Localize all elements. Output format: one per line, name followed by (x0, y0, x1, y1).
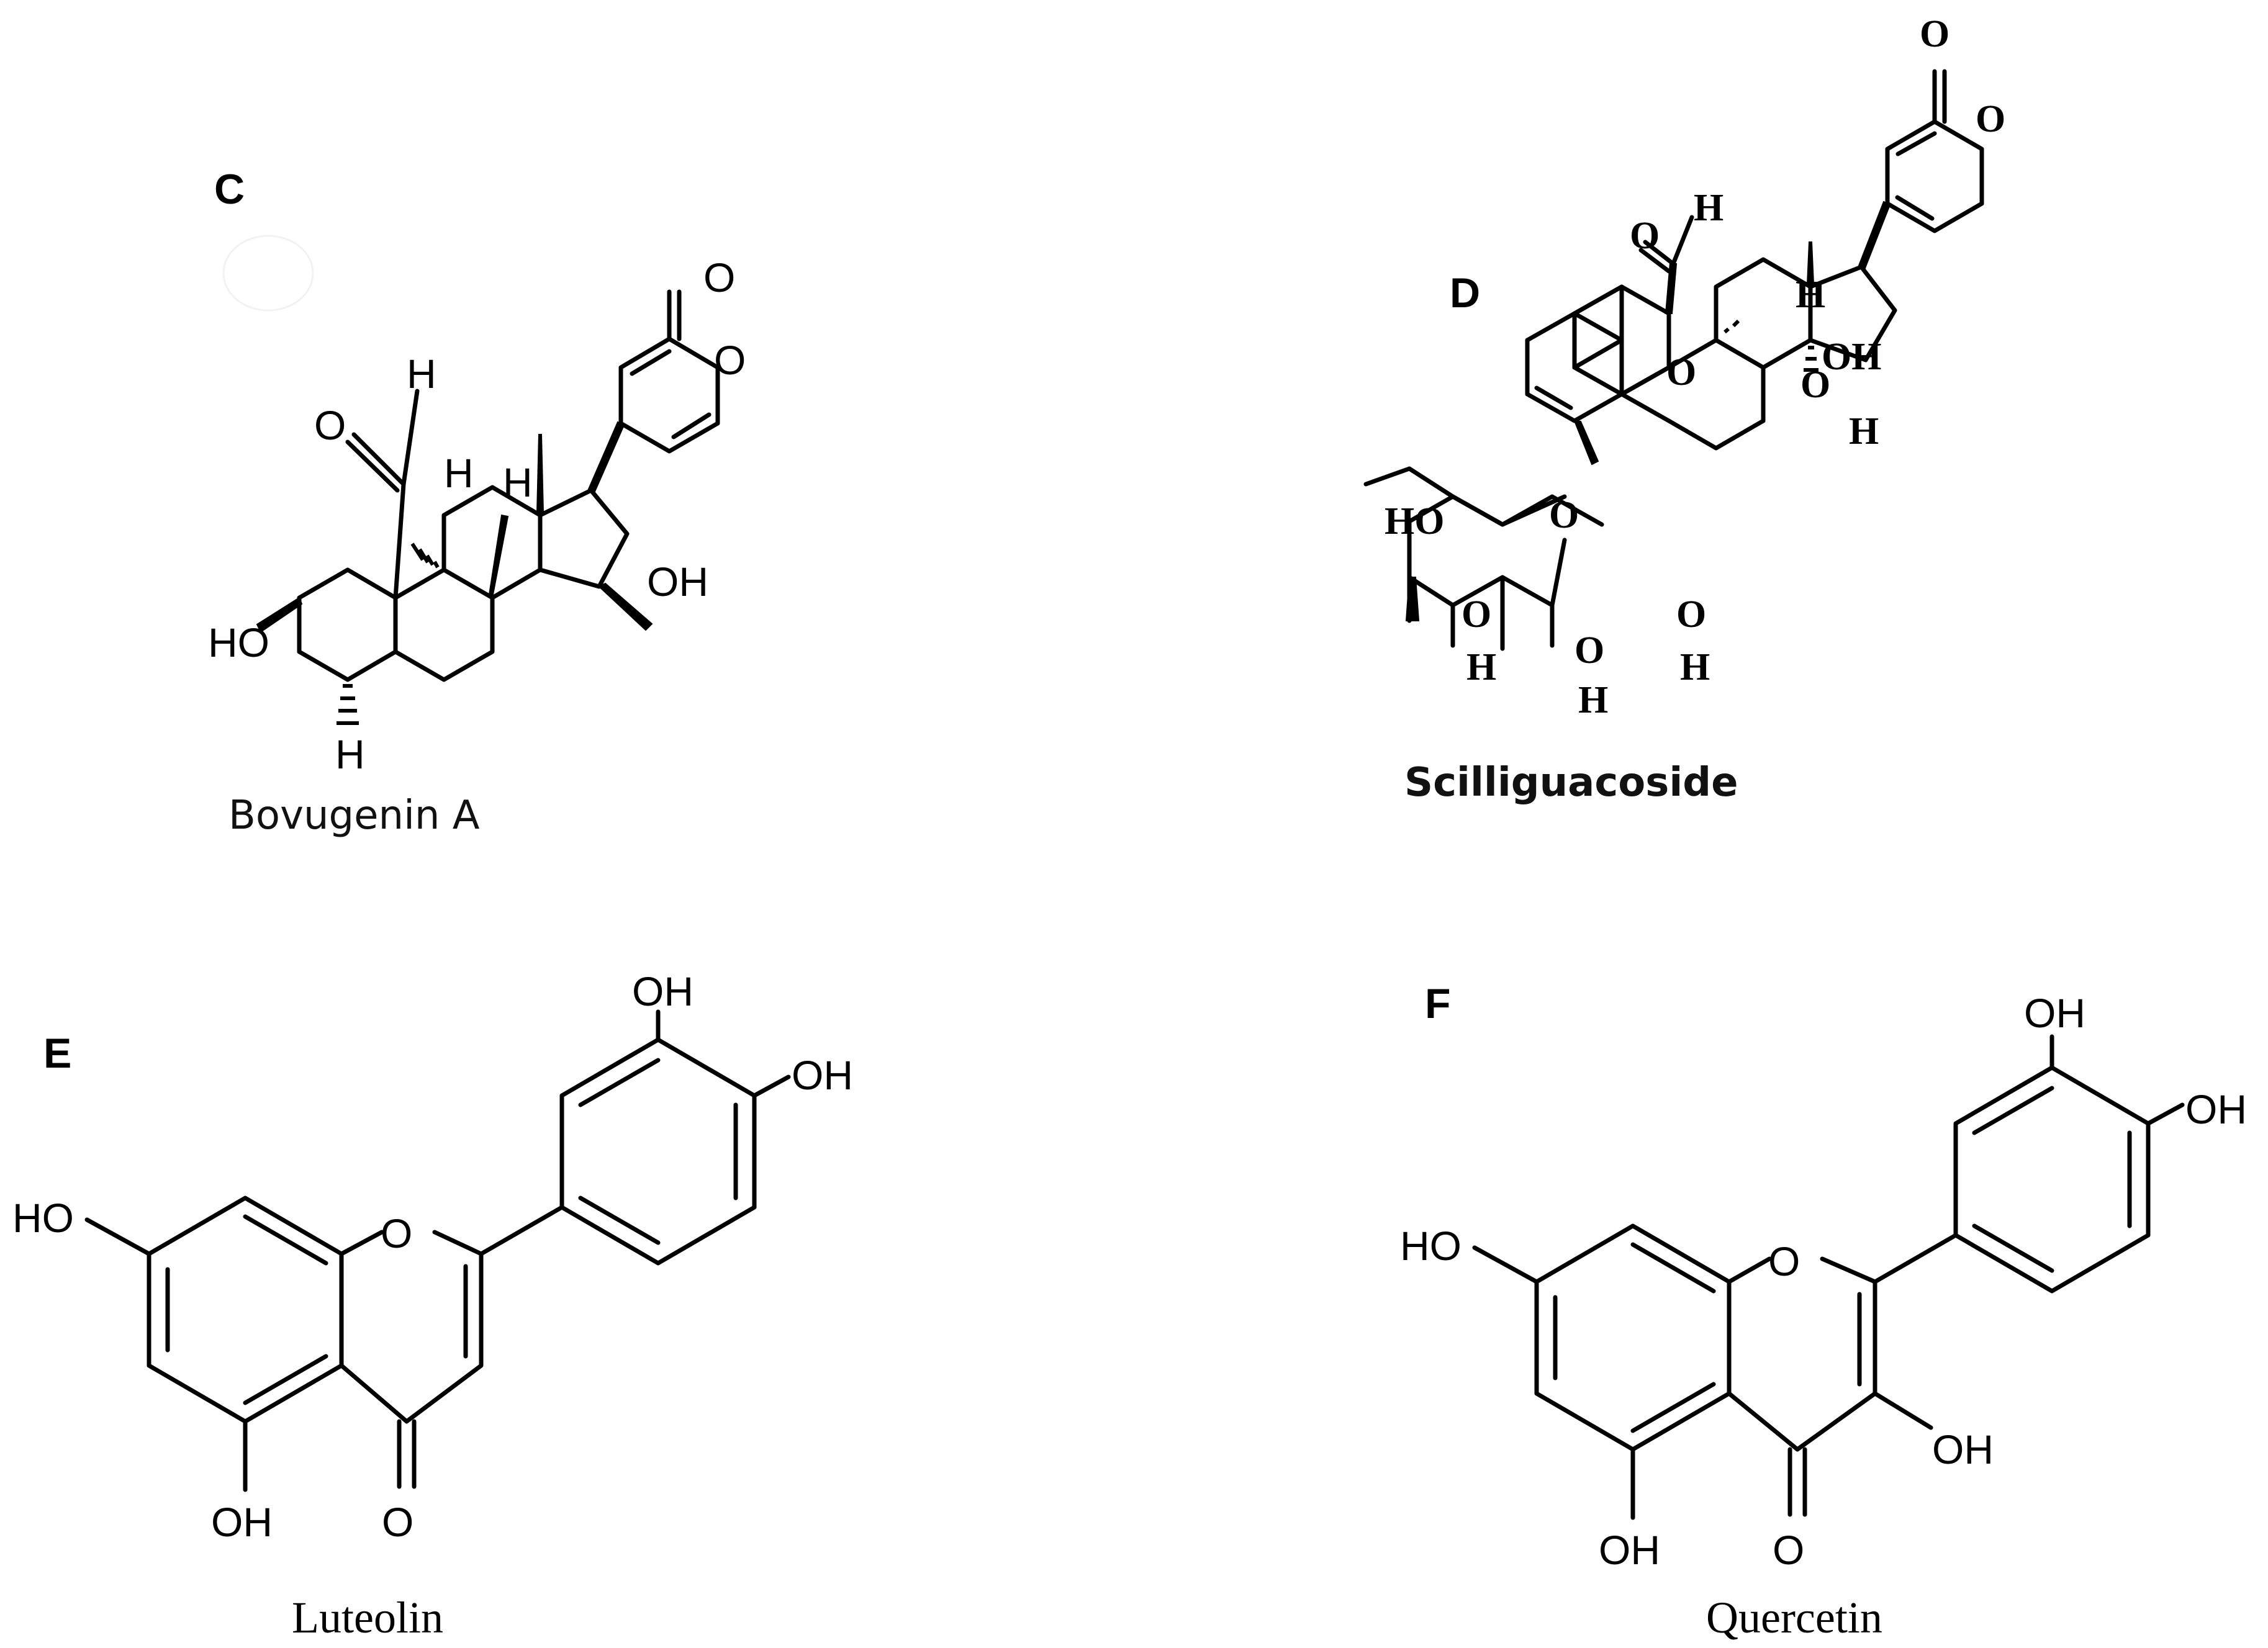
atom-h-2-d: H (1680, 646, 1710, 688)
atom-o-gly-d: O (1666, 351, 1696, 394)
panel-letter-c: C (214, 166, 245, 213)
atom-o-8-d: O (1800, 364, 1830, 406)
atom-h-5: H (335, 731, 365, 777)
atom-o-aldehyde: O (314, 402, 346, 448)
atom-h-8-d: H (1849, 410, 1879, 453)
atom-o-3-d: O (1574, 629, 1604, 672)
atom-oh-4p-f: OH (2185, 1086, 2247, 1132)
atom-ho-3: HO (208, 619, 269, 665)
compound-name-d: Scilliguacoside (1404, 760, 1738, 806)
luteolin-structure: O HO OH O OH OH (12, 968, 853, 1545)
atom-ho-7-f: HO (1400, 1223, 1462, 1269)
faint-ellipse (222, 235, 314, 312)
atom-oh-5-f: OH (1599, 1527, 1660, 1573)
atom-o-4-e: O (382, 1499, 413, 1545)
atom-oh-4p-e: OH (792, 1052, 853, 1098)
panel-letter-f: F (1425, 980, 1451, 1027)
atom-o-ring-f: O (1768, 1238, 1800, 1284)
compound-name-e: Luteolin (292, 1593, 443, 1642)
compound-name-c: Bovugenin A (228, 793, 480, 839)
panel-d: D (1363, 13, 2005, 806)
atom-oh-5-e: OH (211, 1499, 273, 1545)
atom-oh-3p-e: OH (632, 968, 694, 1014)
panel-e: E O HO OH O (12, 968, 853, 1642)
atom-oh-3p-f: OH (2024, 990, 2085, 1036)
atom-o-ring: O (714, 337, 746, 383)
atom-o-ald-d: O (1630, 215, 1660, 257)
atom-ho-7-e: HO (12, 1195, 74, 1241)
scilliguacoside-structure: O O H O H OH O H O HO O O H O H O H (1363, 13, 2005, 721)
atom-ho-6-d: HO (1385, 500, 1444, 543)
atom-h-ald-d: H (1694, 187, 1724, 229)
panel-letter-d: D (1450, 269, 1480, 317)
atom-oh-14-d: OH (1822, 336, 1881, 378)
atom-o-sugar-d: O (1549, 494, 1579, 536)
atom-h-4-d: H (1466, 646, 1496, 688)
atom-o-4-d: O (1462, 593, 1491, 636)
compound-name-f: Quercetin (1706, 1593, 1882, 1642)
atom-h-9-d: H (1796, 274, 1825, 316)
quercetin-structure: O HO OH O OH OH OH (1400, 990, 2247, 1573)
atom-h-8: H (503, 459, 533, 505)
atom-o-carbonyl: O (703, 254, 735, 300)
panel-f: F O HO (1400, 980, 2247, 1642)
atom-oh-3-f: OH (1932, 1426, 1994, 1472)
atom-h-3-d: H (1578, 679, 1608, 721)
panel-letter-e: E (43, 1030, 71, 1077)
panel-c: C (208, 166, 746, 839)
atom-o-ring-e: O (381, 1210, 412, 1256)
atom-oh-14: OH (647, 559, 708, 605)
atom-o-carbonyl-d: O (1920, 13, 1949, 55)
atom-o-ring-d: O (1976, 98, 2005, 140)
atom-o-2-d: O (1676, 593, 1706, 636)
bovugenin-a-structure: O O H O H H OH HO H (208, 254, 746, 777)
atom-h-9: H (444, 450, 474, 496)
atom-o-4-f: O (1773, 1527, 1804, 1573)
atom-h-aldehyde: H (407, 351, 436, 397)
